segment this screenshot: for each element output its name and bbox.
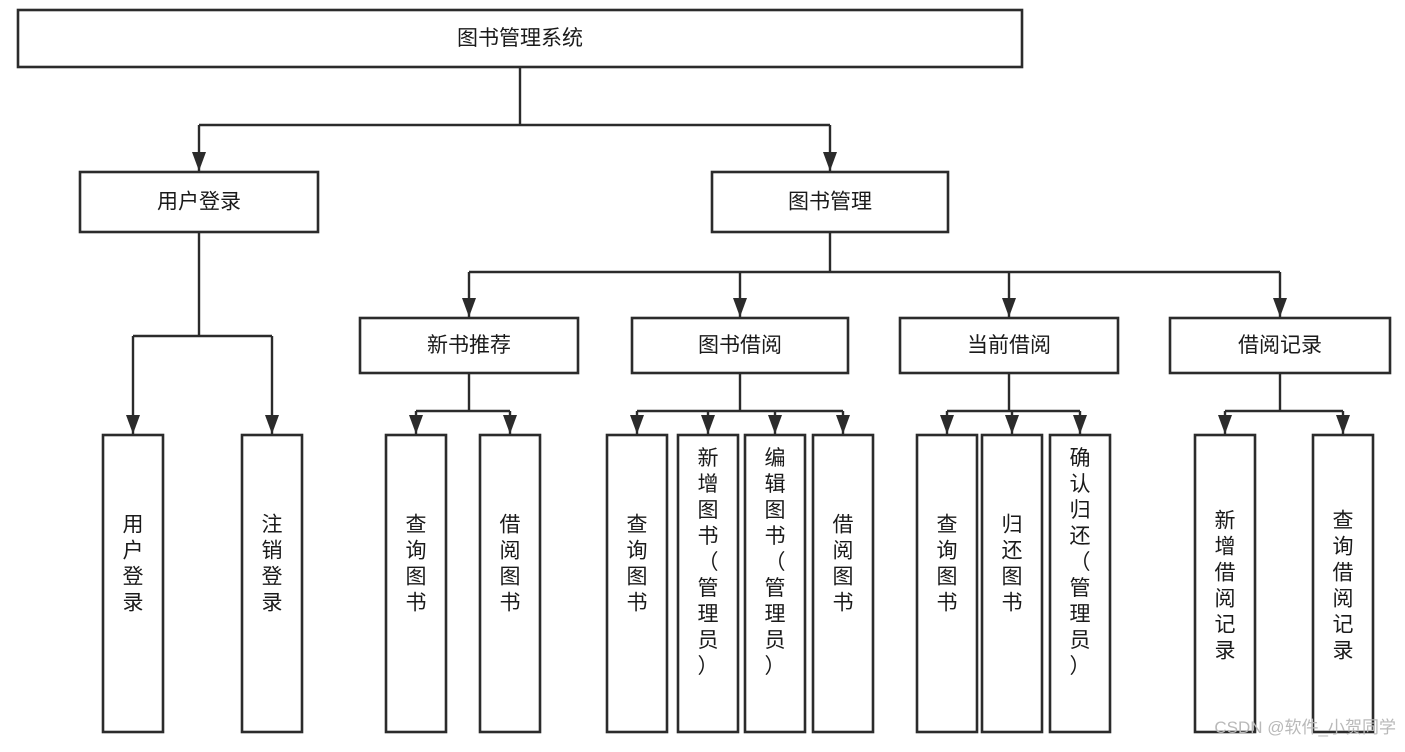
node-box-leaf-borrow-book-2: [811, 433, 875, 734]
node-box-borrow-record: [1168, 316, 1392, 375]
node-box-book-borrow: [630, 316, 850, 375]
node-leaf-edit-book[interactable]: 编辑图书（管理员）: [743, 433, 807, 734]
node-label-leaf-query-book-2: 查询图书: [627, 514, 648, 615]
node-leaf-query-book-1[interactable]: 查询图书: [384, 433, 448, 734]
leaf-new-book-recommend-arrow-1: [503, 415, 517, 434]
leaf-book-borrow-arrow-1: [701, 415, 715, 434]
bookmgmt-arrow-2: [1002, 298, 1016, 317]
node-label-leaf-logout: 注销登录: [262, 514, 283, 615]
node-leaf-confirm-return[interactable]: 确认归还（管理员）: [1048, 433, 1112, 734]
node-book-borrow[interactable]: 图书借阅: [630, 316, 850, 375]
node-label-leaf-edit-book: 编辑图书（管理员）: [765, 447, 786, 678]
leaf-user-login-arrow-1: [265, 415, 279, 434]
node-leaf-add-record[interactable]: 新增借阅记录: [1193, 433, 1257, 734]
node-label-leaf-return-book: 归还图书: [1002, 514, 1023, 615]
node-label-leaf-borrow-book-2: 借阅图书: [833, 514, 854, 615]
node-box-leaf-confirm-return: [1048, 433, 1112, 734]
node-label-leaf-query-record: 查询借阅记录: [1333, 510, 1354, 663]
node-root[interactable]: 图书管理系统: [16, 8, 1024, 69]
node-leaf-borrow-book-1[interactable]: 借阅图书: [478, 433, 542, 734]
leaf-new-book-recommend-arrow-0: [409, 415, 423, 434]
node-leaf-logout[interactable]: 注销登录: [240, 433, 304, 734]
node-box-leaf-add-book: [676, 433, 740, 734]
node-label-leaf-query-book-1: 查询图书: [406, 514, 427, 615]
bookmgmt-arrow-1: [733, 298, 747, 317]
node-label-borrow-record: 借阅记录: [1238, 334, 1322, 357]
node-leaf-query-record[interactable]: 查询借阅记录: [1311, 433, 1375, 734]
node-leaf-borrow-book-2[interactable]: 借阅图书: [811, 433, 875, 734]
leaf-book-borrow-arrow-3: [836, 415, 850, 434]
node-label-leaf-query-book-3: 查询图书: [937, 514, 958, 615]
node-box-leaf-return-book: [980, 433, 1044, 734]
node-leaf-user-login[interactable]: 用户登录: [101, 433, 165, 734]
node-leaf-return-book[interactable]: 归还图书: [980, 433, 1044, 734]
leaf-current-borrow-arrow-0: [940, 415, 954, 434]
node-label-current-borrow: 当前借阅: [967, 334, 1051, 357]
node-current-borrow[interactable]: 当前借阅: [898, 316, 1120, 375]
node-label-leaf-user-login: 用户登录: [123, 514, 144, 615]
node-box-leaf-user-login: [101, 433, 165, 734]
node-label-leaf-add-book: 新增图书（管理员）: [698, 447, 719, 678]
node-box-current-borrow: [898, 316, 1120, 375]
leaf-user-login-arrow-0: [126, 415, 140, 434]
node-borrow-record[interactable]: 借阅记录: [1168, 316, 1392, 375]
connector-layer: [126, 67, 1350, 434]
node-label-leaf-confirm-return: 确认归还（管理员）: [1070, 447, 1091, 678]
node-box-leaf-query-record: [1311, 433, 1375, 734]
root-arrow-1: [823, 152, 837, 171]
node-label-new-book-recommend: 新书推荐: [427, 334, 511, 357]
csdn-watermark: CSDN @软件_小贺同学: [1214, 718, 1396, 737]
leaf-borrow-record-arrow-0: [1218, 415, 1232, 434]
node-leaf-query-book-2[interactable]: 查询图书: [605, 433, 669, 734]
node-user-login[interactable]: 用户登录: [78, 170, 320, 234]
node-label-leaf-borrow-book-1: 借阅图书: [500, 514, 521, 615]
bookmgmt-arrow-3: [1273, 298, 1287, 317]
node-label-leaf-add-record: 新增借阅记录: [1215, 510, 1236, 663]
node-box-leaf-logout: [240, 433, 304, 734]
bookmgmt-arrow-0: [462, 298, 476, 317]
node-book-management[interactable]: 图书管理: [710, 170, 950, 234]
node-label-user-login: 用户登录: [157, 191, 241, 214]
node-box-leaf-edit-book: [743, 433, 807, 734]
node-box-leaf-query-book-1: [384, 433, 448, 734]
leaf-book-borrow-arrow-0: [630, 415, 644, 434]
node-leaf-add-book[interactable]: 新增图书（管理员）: [676, 433, 740, 734]
node-new-book-recommend[interactable]: 新书推荐: [358, 316, 580, 375]
node-layer: 图书管理系统用户登录图书管理新书推荐图书借阅当前借阅借阅记录用户登录注销登录查询…: [16, 8, 1392, 734]
node-label-root: 图书管理系统: [457, 27, 583, 50]
node-box-user-login: [78, 170, 320, 234]
node-box-root: [16, 8, 1024, 69]
node-label-book-management: 图书管理: [788, 191, 872, 214]
node-box-leaf-query-book-3: [915, 433, 979, 734]
node-box-book-management: [710, 170, 950, 234]
node-leaf-query-book-3[interactable]: 查询图书: [915, 433, 979, 734]
node-box-new-book-recommend: [358, 316, 580, 375]
node-box-leaf-query-book-2: [605, 433, 669, 734]
node-box-leaf-add-record: [1193, 433, 1257, 734]
leaf-borrow-record-arrow-1: [1336, 415, 1350, 434]
root-arrow-0: [192, 152, 206, 171]
leaf-current-borrow-arrow-1: [1005, 415, 1019, 434]
leaf-book-borrow-arrow-2: [768, 415, 782, 434]
leaf-current-borrow-arrow-2: [1073, 415, 1087, 434]
node-label-book-borrow: 图书借阅: [698, 334, 782, 357]
node-box-leaf-borrow-book-1: [478, 433, 542, 734]
